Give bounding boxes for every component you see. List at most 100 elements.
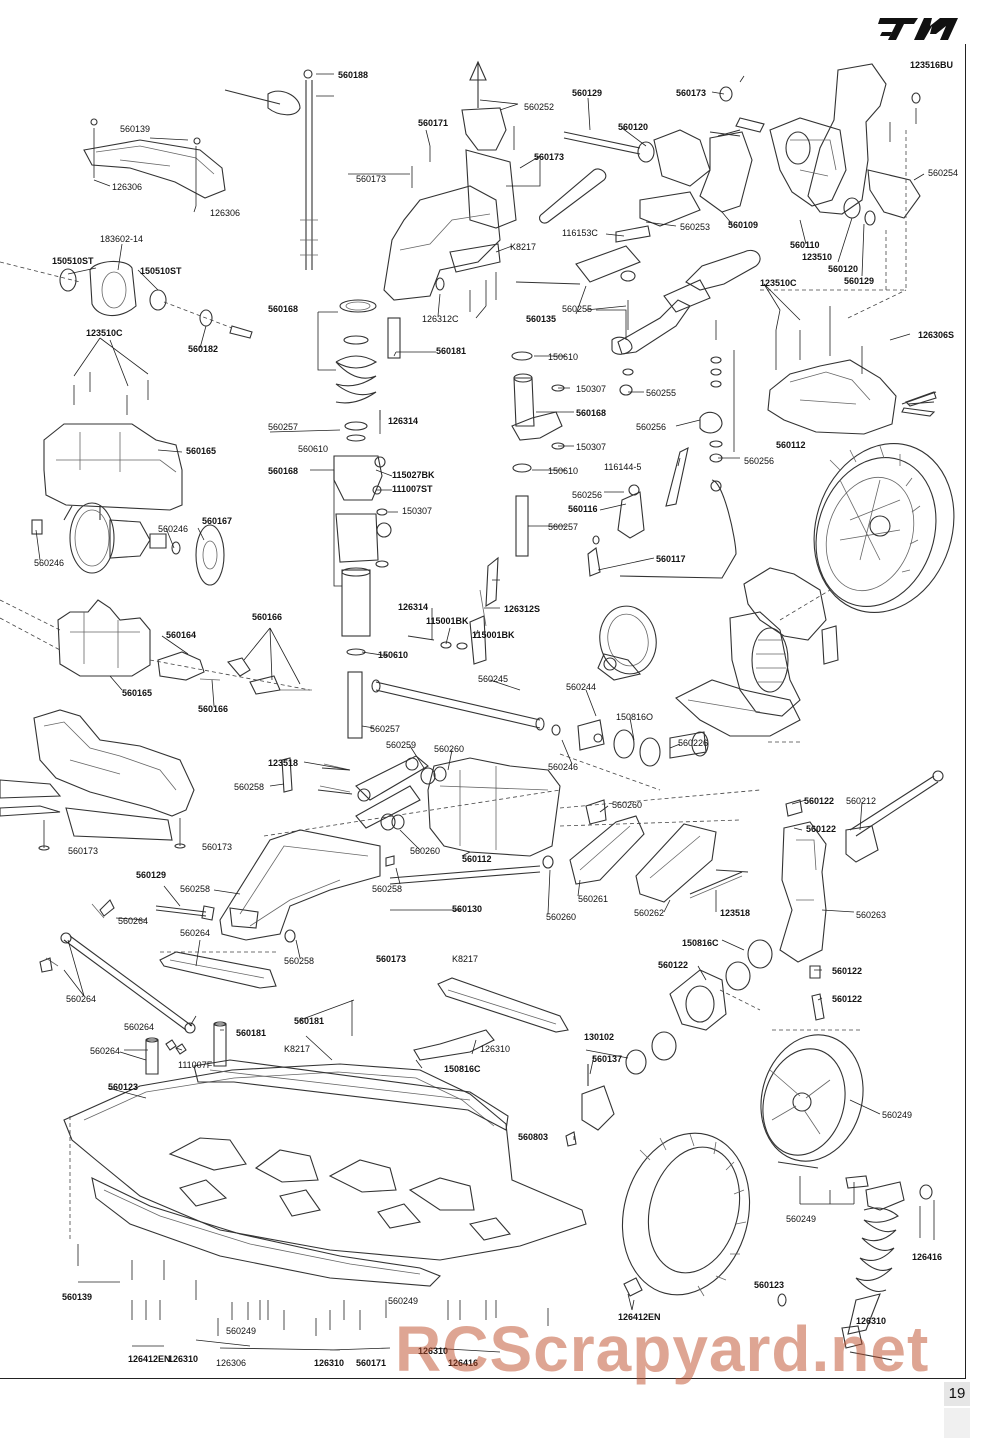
part-label: 126416 xyxy=(448,1358,479,1368)
part-label: 560173 xyxy=(68,846,99,856)
front-right-steering-drawing xyxy=(515,86,765,579)
part-label: 126306S xyxy=(918,330,955,340)
part-label: 560168 xyxy=(268,466,299,476)
part-label: 150816O xyxy=(616,712,654,722)
part-label: 560129 xyxy=(136,870,167,880)
part-label: 115001BK xyxy=(472,630,515,640)
part-label: 126312C xyxy=(422,314,459,324)
part-label: 150307 xyxy=(576,442,607,452)
part-label: 560122 xyxy=(658,960,689,970)
part-label: 126310 xyxy=(480,1044,511,1054)
part-label: 126314 xyxy=(398,602,429,612)
servo-mount-drawing xyxy=(83,118,226,206)
part-label: 560256 xyxy=(572,490,603,500)
part-label: 560246 xyxy=(158,524,189,534)
part-label: 150816C xyxy=(444,1064,481,1074)
part-label: 560139 xyxy=(62,1292,93,1302)
part-label: 150307 xyxy=(576,384,607,394)
part-label: 560139 xyxy=(120,124,151,134)
part-label: 560120 xyxy=(618,122,649,132)
part-label: 126306 xyxy=(210,208,241,218)
part-label: 560246 xyxy=(548,762,579,772)
part-label: 560173 xyxy=(676,88,707,98)
part-label: 560257 xyxy=(548,522,579,532)
part-label: 560173 xyxy=(376,954,407,964)
part-label: K8217 xyxy=(284,1044,311,1054)
part-label: 126310 xyxy=(314,1358,345,1368)
part-label: 560164 xyxy=(166,630,197,640)
part-label: 150816C xyxy=(682,938,719,948)
part-label: 560171 xyxy=(356,1358,387,1368)
part-label: 560249 xyxy=(388,1296,419,1306)
part-label: 150610 xyxy=(378,650,409,660)
part-label: 116144-5 xyxy=(604,462,642,472)
page-frame xyxy=(0,44,966,1379)
part-label: 560129 xyxy=(572,88,603,98)
part-label: 560253 xyxy=(680,222,711,232)
part-label: 560264 xyxy=(90,1046,121,1056)
part-label: 560254 xyxy=(928,168,959,178)
centre-shock-drawing xyxy=(333,299,392,739)
part-label: 560123 xyxy=(108,1082,139,1092)
part-label: 560226 xyxy=(678,738,709,748)
part-label: 560181 xyxy=(436,346,467,356)
front-right-wheel-drawing xyxy=(813,443,955,613)
part-label: 115027BK xyxy=(392,470,435,480)
part-label: 560610 xyxy=(298,444,329,454)
part-label: 150510ST xyxy=(140,266,182,276)
part-label: 560182 xyxy=(188,344,219,354)
part-label: 560249 xyxy=(786,1214,817,1224)
part-label: 560122 xyxy=(832,994,863,1004)
steering-posts-drawing xyxy=(383,60,517,359)
front-gearbox-drawing xyxy=(760,289,937,435)
part-label: 560135 xyxy=(526,314,557,324)
part-label: 150510ST xyxy=(52,256,94,266)
part-label: 560255 xyxy=(646,388,677,398)
bellcrank-drawing xyxy=(407,351,601,665)
part-label: 123510 xyxy=(802,252,833,262)
front-bulkhead-drawing xyxy=(0,709,195,851)
part-label: 560262 xyxy=(634,908,665,918)
part-label: 111007ST xyxy=(392,484,433,494)
part-label: 560257 xyxy=(268,422,299,432)
part-label: 560260 xyxy=(410,846,441,856)
part-label: 115001BK xyxy=(426,616,469,626)
part-label: 126312S xyxy=(504,604,541,614)
rear-shock-drawing xyxy=(777,1161,935,1361)
part-label: 116153C xyxy=(562,228,598,238)
part-label: 560117 xyxy=(656,554,686,564)
part-label: 560167 xyxy=(202,516,233,526)
part-label: 560261 xyxy=(578,894,609,904)
part-label: 560122 xyxy=(804,796,835,806)
part-label: 126310 xyxy=(168,1354,199,1364)
rear-right-tyre-drawing xyxy=(621,1132,751,1297)
part-label: 560258 xyxy=(372,884,403,894)
leader-lines xyxy=(35,73,925,1311)
part-label: 560258 xyxy=(180,884,211,894)
part-label: 560260 xyxy=(546,912,577,922)
part-label: 150610 xyxy=(548,466,579,476)
rear-right-rim-drawing xyxy=(760,1029,864,1162)
part-label: 560122 xyxy=(832,966,863,976)
part-label: 560259 xyxy=(386,740,417,750)
part-label: 560171 xyxy=(418,118,449,128)
part-label: 560245 xyxy=(478,674,509,684)
part-label: 560264 xyxy=(124,1022,155,1032)
part-label: 560165 xyxy=(186,446,217,456)
part-label: 123518 xyxy=(268,758,299,768)
part-label: 560122 xyxy=(806,824,837,834)
page-tab xyxy=(944,1408,970,1438)
part-label: 560123 xyxy=(754,1280,785,1290)
part-label: 123510C xyxy=(86,328,123,338)
part-label: 111007F xyxy=(178,1060,213,1070)
part-label: 560264 xyxy=(118,916,149,926)
chassis-plate-drawing xyxy=(63,977,587,1287)
part-label: K8217 xyxy=(452,954,479,964)
part-label: 560263 xyxy=(856,910,887,920)
part-label: 560256 xyxy=(744,456,775,466)
part-label: 560137 xyxy=(592,1054,623,1064)
part-label: 126306 xyxy=(112,182,143,192)
part-label: 560120 xyxy=(828,264,859,274)
part-label: 126416 xyxy=(912,1252,943,1262)
